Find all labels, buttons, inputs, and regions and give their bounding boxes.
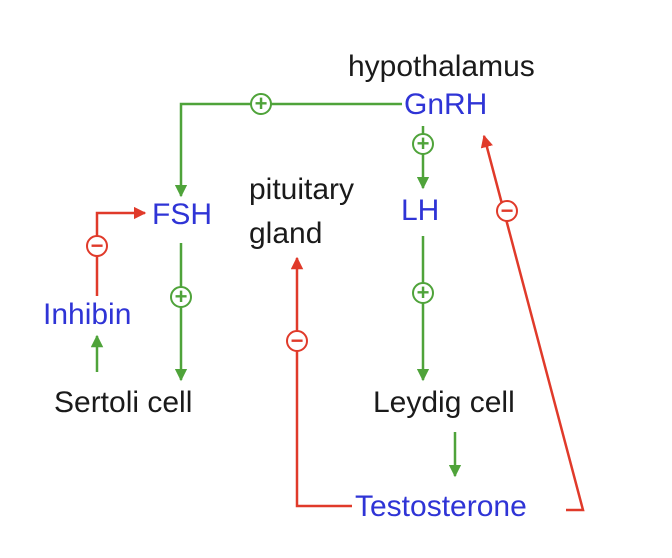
inhibin-label: Inhibin xyxy=(43,298,132,331)
gnrh-lh-stimulate-sign: + xyxy=(412,133,434,155)
leydig-cell-label: Leydig cell xyxy=(373,386,515,419)
gnrh-label: GnRH xyxy=(404,88,488,121)
fsh-sertoli-stimulate-sign: + xyxy=(170,286,192,308)
fsh-label: FSH xyxy=(152,198,212,231)
inhibin-fsh-inhibit-sign: − xyxy=(86,235,108,257)
testosterone-pituitary-inhibit-sign: − xyxy=(286,330,308,352)
testosterone-label: Testosterone xyxy=(355,490,527,523)
testosterone-to-pituitary-inhibit-arrow xyxy=(290,256,352,508)
gnrh-fsh-stimulate-sign: + xyxy=(250,93,272,115)
pituitary-label: pituitary xyxy=(249,173,355,206)
gnrh-to-fsh-arrow xyxy=(174,102,402,198)
sertoli-cell-label: Sertoli cell xyxy=(54,386,193,419)
hypothalamus-label: hypothalamus xyxy=(348,50,535,83)
testosterone-gnrh-inhibit-sign: − xyxy=(496,200,518,222)
lh-leydig-stimulate-sign: + xyxy=(412,282,434,304)
testosterone-to-gnrh-inhibit-arrow xyxy=(480,134,585,512)
lh-label: LH xyxy=(401,194,440,227)
gland-label: gland xyxy=(249,217,323,250)
inhibin-to-fsh-inhibit-arrow xyxy=(95,206,147,296)
